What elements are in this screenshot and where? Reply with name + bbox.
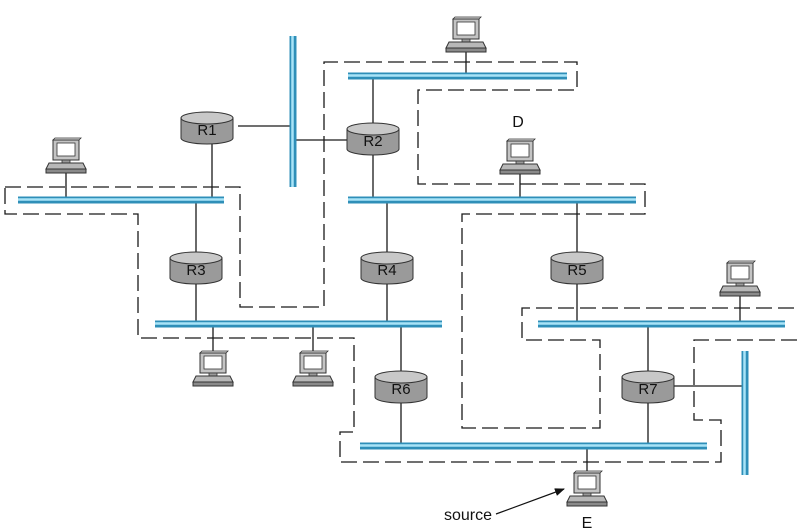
router-r2-label: R2 [363,133,382,150]
router-r2[interactable]: R2 [346,122,400,156]
routers: R1 R2 R3 R4 R5 R6 R7 [169,111,675,404]
router-r3-label: R3 [186,262,205,279]
computer-icon[interactable] [719,260,761,297]
router-r1[interactable]: R1 [180,111,234,145]
lan-a [18,196,224,204]
host-e-label: E [582,515,593,532]
source-arrow [495,488,565,515]
computer-icon[interactable] [292,350,334,387]
router-r6[interactable]: R6 [374,370,428,404]
lan-b [348,196,636,204]
lan-c [155,320,442,328]
host-d-label: D [512,114,524,131]
computer-icon-host-d[interactable] [499,138,541,175]
lan-vertical-1 [289,36,297,187]
computer-icon[interactable] [445,16,487,53]
router-r4-label: R4 [377,262,396,279]
router-r7-label: R7 [638,381,657,398]
computer-icon[interactable] [45,137,87,174]
multicast-tree-outline [4,61,797,463]
lan-segments [18,36,785,475]
tree-left-branch [5,61,797,429]
lan-e [360,442,707,450]
lan-d [538,320,785,328]
lan-top [348,72,567,80]
source-annotation: source [444,507,492,524]
router-r5-label: R5 [567,262,586,279]
router-r5[interactable]: R5 [550,251,604,285]
computer-icon[interactable] [192,350,234,387]
router-r1-label: R1 [197,122,216,139]
router-r6-label: R6 [391,381,410,398]
tree-right-branch [4,187,797,463]
lan-vertical-2 [741,351,749,475]
router-r7[interactable]: R7 [621,370,675,404]
router-r3[interactable]: R3 [169,251,223,285]
router-r4[interactable]: R4 [360,251,414,285]
computer-icon-host-e[interactable] [566,470,608,507]
